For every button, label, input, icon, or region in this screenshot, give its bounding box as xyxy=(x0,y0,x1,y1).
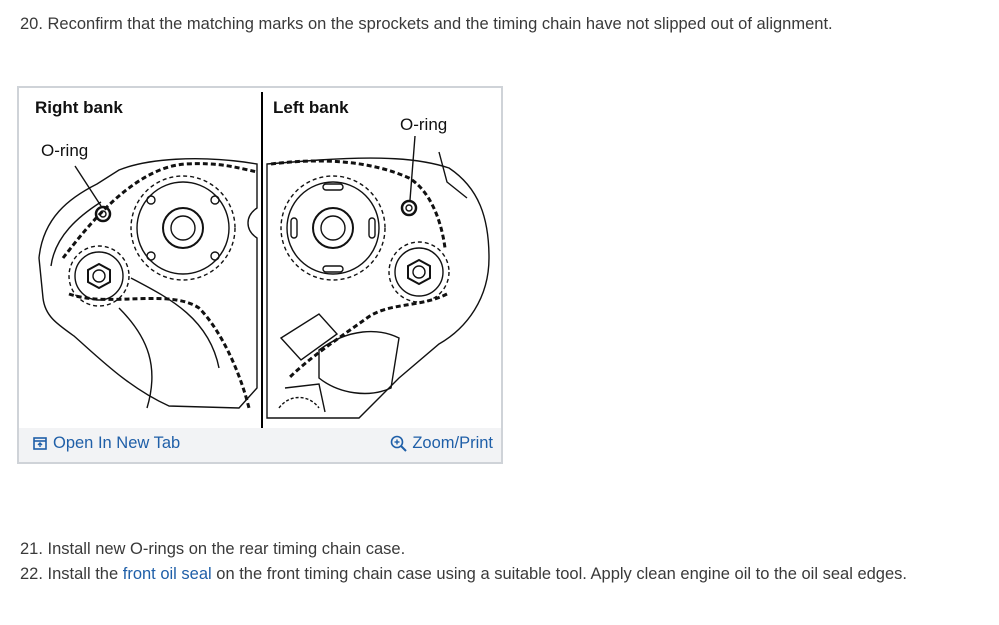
step-22-text: 22. Install the front oil seal on the fr… xyxy=(20,563,907,585)
o-ring-label-right: O-ring xyxy=(41,141,88,160)
open-new-tab-icon xyxy=(33,437,47,450)
timing-chain-diagram: Right bank Left bank O-ring O-ring xyxy=(19,88,501,428)
timing-chain-figure: Right bank Left bank O-ring O-ring Open … xyxy=(17,86,503,464)
left-bank-label: Left bank xyxy=(273,98,349,117)
zoom-in-icon xyxy=(391,435,408,452)
zoom-print-link[interactable]: Zoom/Print xyxy=(390,434,493,453)
step-22-prefix: 22. Install the xyxy=(20,565,123,583)
figure-footer: Open In New Tab Zoom/Print xyxy=(19,428,501,462)
open-in-new-tab-link[interactable]: Open In New Tab xyxy=(33,434,180,453)
front-oil-seal-link[interactable]: front oil seal xyxy=(122,565,212,583)
open-in-new-tab-label: Open In New Tab xyxy=(53,434,181,452)
step-20-text: 20. Reconfirm that the matching marks on… xyxy=(20,15,833,33)
right-bank-label: Right bank xyxy=(35,98,123,117)
step-22-suffix: on the front timing chain case using a s… xyxy=(211,565,907,583)
o-ring-label-left: O-ring xyxy=(400,115,447,134)
step-21-text: 21. Install new O-rings on the rear timi… xyxy=(20,540,406,558)
zoom-print-label: Zoom/Print xyxy=(412,434,493,452)
